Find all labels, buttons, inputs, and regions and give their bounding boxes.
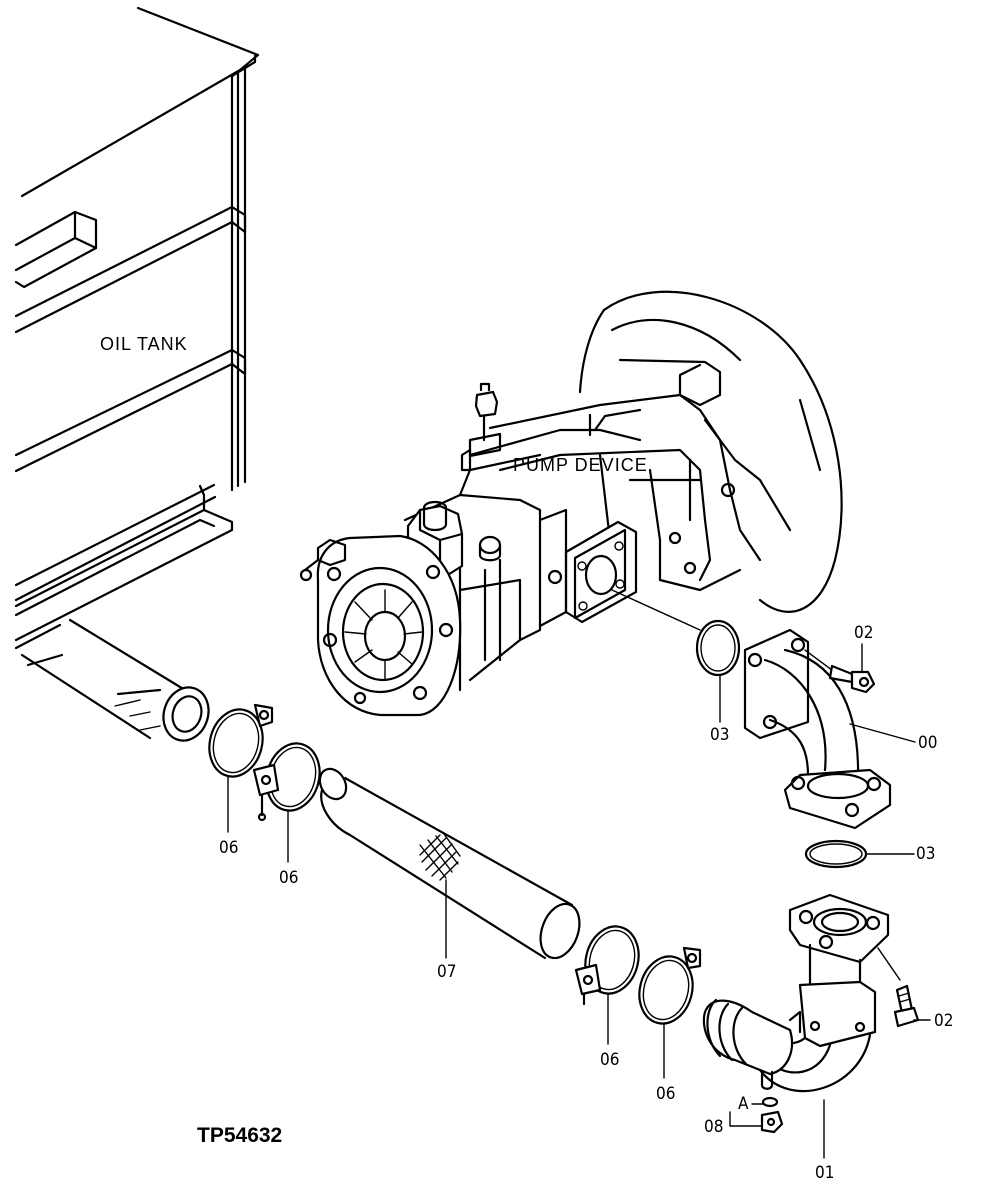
callout-elbow-pipe: 00	[918, 733, 938, 753]
callout-clamp-4: 06	[656, 1084, 676, 1104]
callout-drain-plug: 08	[704, 1117, 724, 1137]
oil-tank	[14, 6, 260, 650]
bolt-bottom	[877, 947, 920, 1028]
suction-pipe	[702, 893, 890, 1093]
callout-bolt-top: 02	[854, 623, 874, 643]
callout-clamp-3: 06	[600, 1050, 620, 1070]
callout-o-ring-pump: 03	[710, 725, 730, 745]
o-ring-elbow	[804, 839, 868, 869]
pump-device	[299, 290, 843, 717]
figure-code: TP54632	[197, 1124, 283, 1147]
elbow-pipe	[743, 628, 892, 830]
clamp-1	[208, 703, 274, 778]
clamp-2	[252, 742, 321, 822]
tank-outlet-pipe	[20, 618, 210, 742]
pump-device-label: PUMP DEVICE	[513, 455, 648, 475]
clamp-3	[574, 925, 640, 1006]
o-ring-pump	[611, 589, 741, 677]
callout-clamp-2: 06	[279, 868, 299, 888]
callout-hose: 07	[437, 962, 457, 982]
callout-detail-ref: A	[738, 1094, 749, 1114]
hose	[318, 767, 581, 960]
oil-tank-label: OIL TANK	[100, 334, 188, 354]
callout-clamp-1: 06	[219, 838, 239, 858]
mesh-texture	[419, 833, 461, 881]
drain-plug	[760, 1096, 784, 1134]
clamp-4	[638, 946, 702, 1025]
callout-o-ring-elbow: 03	[916, 844, 936, 864]
callout-bolt-bottom: 02	[934, 1011, 954, 1031]
bolt-top	[804, 649, 876, 694]
callout-suction-pipe: 01	[815, 1163, 835, 1183]
leader-lines	[227, 643, 931, 1159]
